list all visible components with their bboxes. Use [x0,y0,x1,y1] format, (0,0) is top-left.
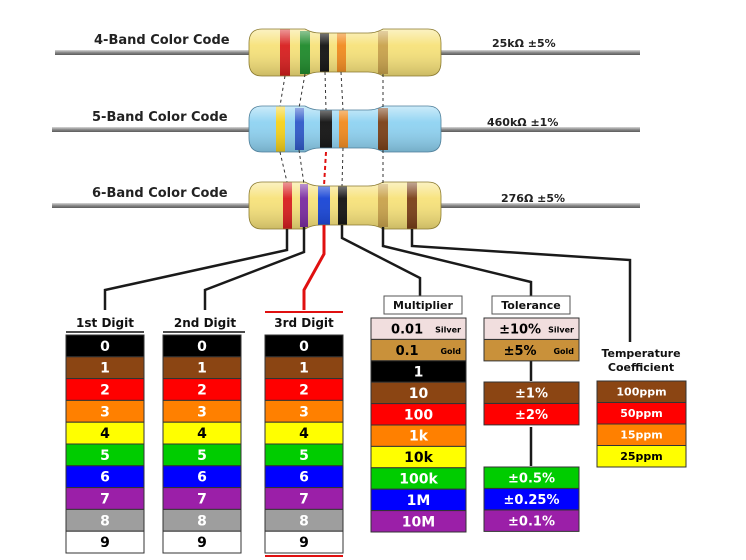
third-digit-table: 0 1 2 3 4 5 6 7 8 9 [264,334,344,554]
swatch-label: 8 [100,513,110,529]
temperature-header-line1: Temperature [601,347,680,360]
swatch-label: 2 [100,383,110,399]
second-digit-header: 2nd Digit [174,316,236,330]
multiplier-header-box: Multiplier [383,295,463,315]
swatch-label: 0 [197,339,207,355]
swatch-label: 100k [399,472,438,488]
swatch-label: 4 [197,426,207,442]
third-digit-header: 3rd Digit [274,316,334,330]
leader-lines [103,225,632,466]
swatch-label: ±1% [515,386,548,401]
swatch-label: 5 [299,448,309,464]
first-digit-header: 1st Digit [76,316,134,330]
third-digit-dashed-line [323,151,327,187]
color-swatch [596,445,687,468]
swatch-label: 2 [299,383,309,399]
color-swatch [483,339,580,362]
resistor-4-band: 4-Band Color Code 25kΩ ±5% [55,28,640,77]
swatch-label: 1 [197,361,207,377]
swatch-label: 10k [404,450,433,466]
resistor-shine [248,105,442,153]
swatch-label: 3 [299,404,309,420]
swatch-label: 15ppm [620,429,663,442]
swatch-note: Gold [553,347,574,356]
resistor-value: 25kΩ ±5% [492,37,556,50]
swatch-label: ±0.1% [508,514,555,529]
swatch-label: 1 [299,361,309,377]
color-swatch [65,530,145,554]
swatch-note: Silver [435,326,461,335]
multiplier-table: 0.01 Silver 0.1 Gold 1 10 100 1k 10k 100k 1M 10M [370,317,467,533]
third-digit-leader-line [302,225,326,310]
color-swatch [483,403,580,426]
swatch-label: 9 [100,535,110,551]
swatch-label: ±0.25% [504,493,560,508]
multiplier-header: Multiplier [393,299,453,312]
swatch-label: 25ppm [620,450,663,463]
color-swatch [264,530,344,554]
swatch-label: 8 [197,513,207,529]
swatch-label: 10 [409,386,429,402]
swatch-note: Silver [548,326,574,335]
swatch-label: 100ppm [616,386,666,399]
first-digit-table: 0 1 2 3 4 5 6 7 8 9 [65,334,145,554]
swatch-label: 6 [299,470,309,486]
swatch-label: 1k [409,429,429,445]
resistor-shine [248,181,442,230]
resistor-value: 276Ω ±5% [501,192,565,205]
tolerance-table: ±10% Silver ±5% Gold ±1% ±2% ±0.5% ±0.25% ±0.1% [483,317,580,532]
swatch-label: 5 [197,448,207,464]
temperature-header-line2: Coefficient [608,361,674,374]
resistor-value: 460kΩ ±1% [487,116,558,129]
swatch-label: 2 [197,383,207,399]
swatch-note: Gold [440,347,461,356]
band-alignment-lines [279,71,384,187]
swatch-label: 7 [299,492,309,508]
swatch-label: 0.01 [391,322,423,337]
swatch-label: ±10% [499,322,541,337]
resistor-5-band: 5-Band Color Code 460kΩ ±1% [52,105,640,153]
resistor-label: 5-Band Color Code [92,110,228,125]
swatch-label: 3 [197,404,207,420]
swatch-label: 0 [299,339,309,355]
swatch-label: 6 [197,470,207,486]
swatch-label: 1 [414,365,424,381]
swatch-label: ±0.5% [508,471,555,486]
swatch-label: 9 [299,535,309,551]
swatch-label: 5 [100,448,110,464]
color-swatch [483,509,580,532]
tolerance-header: Tolerance [501,299,561,312]
digit-headers: 1st Digit 2nd Digit 3rd Digit [66,311,343,557]
swatch-label: ±2% [515,408,548,423]
swatch-label: 1 [100,361,110,377]
swatch-label: 4 [299,426,309,442]
swatch-label: 3 [100,404,110,420]
swatch-label: 50ppm [620,407,663,420]
swatch-label: 6 [100,470,110,486]
swatch-label: 8 [299,513,309,529]
resistor-6-band: 6-Band Color Code 276Ω ±5% [52,181,640,230]
resistor-shine [248,28,442,77]
swatch-label: 0.1 [396,344,419,359]
color-swatch [370,510,467,533]
swatch-label: 7 [100,492,110,508]
swatch-label: 0 [100,339,110,355]
swatch-label: 4 [100,426,110,442]
color-swatch [162,530,242,554]
swatch-label: 1M [407,493,431,509]
second-digit-table: 0 1 2 3 4 5 6 7 8 9 [162,334,242,554]
swatch-label: 100 [404,407,433,423]
tolerance-header-box: Tolerance [491,295,571,315]
swatch-label: 10M [402,514,435,530]
swatch-label: ±5% [504,344,537,359]
swatch-label: 7 [197,492,207,508]
temperature-header: Temperature Coefficient [601,347,680,374]
resistor-label: 4-Band Color Code [94,33,230,48]
swatch-label: 9 [197,535,207,551]
resistor-label: 6-Band Color Code [92,186,228,201]
temperature-table: 100ppm 50ppm 15ppm 25ppm [596,380,687,468]
